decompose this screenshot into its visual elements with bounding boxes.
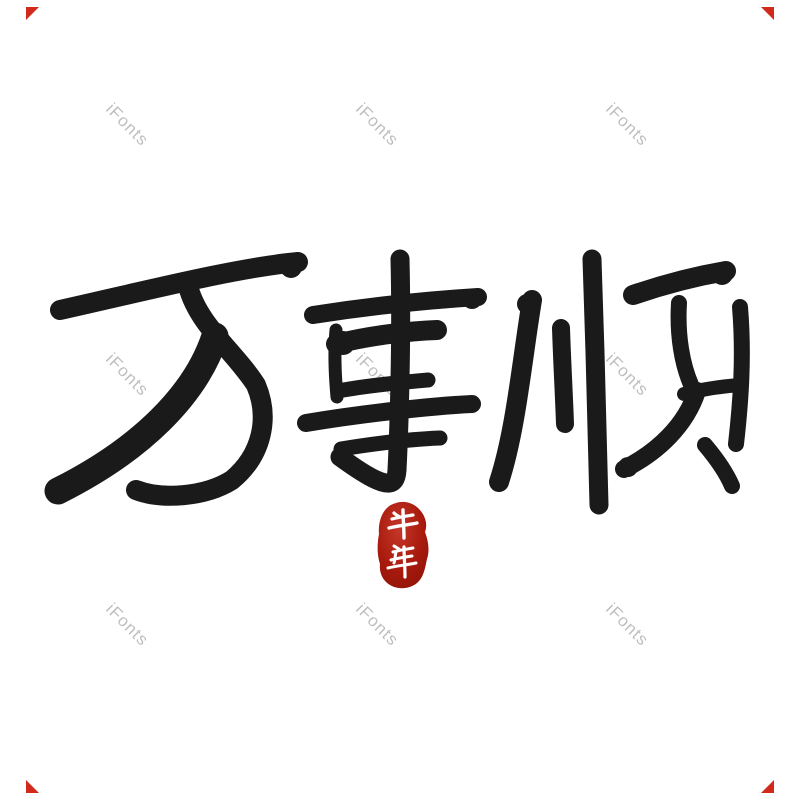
corner-mark-top-right <box>761 7 774 20</box>
corner-mark-top-left <box>26 7 39 20</box>
corner-mark-bottom-left <box>26 780 39 793</box>
char-wan <box>44 252 308 506</box>
seal-char-niu <box>387 508 419 540</box>
seal-stamp <box>377 501 429 589</box>
char-shun <box>489 249 750 515</box>
seal-char-nian <box>386 544 418 579</box>
corner-mark-bottom-right <box>761 780 774 793</box>
char-shi <box>297 249 487 493</box>
